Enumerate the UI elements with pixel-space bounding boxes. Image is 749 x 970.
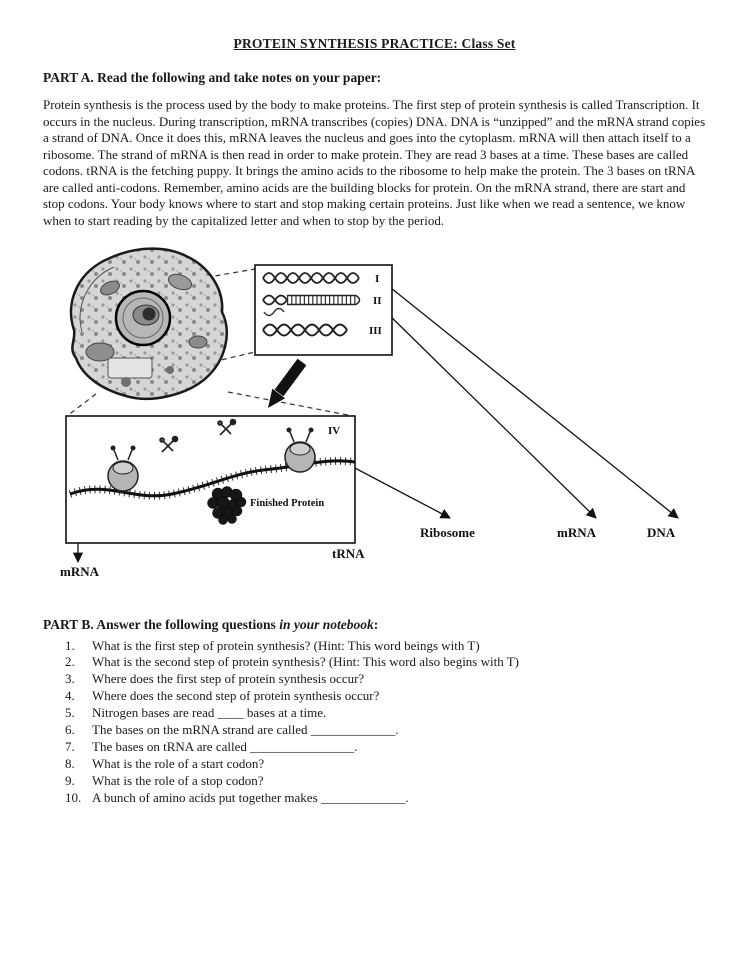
protein-synthesis-diagram: I II III IV xyxy=(0,242,749,587)
part-a-heading: PART A. Read the following and take note… xyxy=(43,70,382,85)
question-number: 9. xyxy=(65,772,75,788)
mrna-bottom-label: mRNA xyxy=(60,564,100,579)
question-number: 10. xyxy=(65,789,82,805)
mrna-right-label: mRNA xyxy=(557,525,597,540)
question-item: 8. What is the role of a start codon? xyxy=(43,756,709,773)
question-text: The bases on the mRNA strand are called … xyxy=(92,721,399,737)
finished-protein-blob xyxy=(207,485,247,525)
question-text: Where does the second step of protein sy… xyxy=(92,688,380,704)
part-a-paragraph: Protein synthesis is the process used by… xyxy=(43,97,706,228)
question-item: 2. What is the second step of protein syn… xyxy=(43,654,709,671)
question-text: What is the second step of protein synth… xyxy=(92,654,520,670)
diagram-svg: I II III IV xyxy=(60,246,679,579)
part-b-heading-text: PART B. Answer the following questions xyxy=(43,616,280,632)
stage-label-1: I xyxy=(375,273,379,285)
organelle xyxy=(107,357,153,378)
question-item: 4. Where does the second step of protein … xyxy=(43,688,709,705)
dna-stages-box: I II III xyxy=(254,263,393,356)
question-number: 4. xyxy=(65,688,75,704)
big-down-arrow xyxy=(268,358,307,408)
question-item: 5. Nitrogen bases are read ____ bases at … xyxy=(43,705,709,722)
question-text: A bunch of amino acids put together make… xyxy=(92,789,409,805)
question-text: Where does the first step of protein syn… xyxy=(92,671,365,687)
question-number: 6. xyxy=(65,721,75,737)
cell-illustration xyxy=(69,246,228,400)
part-b-heading: PART B. Answer the following questions i… xyxy=(43,617,709,633)
question-item: 1. What is the first step of protein synt… xyxy=(43,638,709,655)
question-text: What is the first step of protein synthe… xyxy=(92,637,480,653)
question-text: Nitrogen bases are read ____ bases at a … xyxy=(92,705,327,721)
question-item: 7. The bases on tRNA are called _________… xyxy=(43,739,709,756)
stage-label-3: III xyxy=(369,325,382,337)
question-text: What is the role of a start codon? xyxy=(92,755,265,771)
part-b-heading-italic: in your notebook xyxy=(279,616,374,632)
finished-protein-label: Finished Protein xyxy=(250,498,324,509)
question-number: 7. xyxy=(65,738,75,754)
question-text: What is the role of a stop codon? xyxy=(92,772,264,788)
question-item: 6. The bases on the mRNA strand are calle… xyxy=(43,722,709,739)
question-number: 2. xyxy=(65,654,75,670)
organelle xyxy=(188,335,208,348)
part-b-heading-colon: : xyxy=(373,616,379,632)
mrna-right-arrow xyxy=(381,307,597,519)
ribosome-left xyxy=(107,445,139,492)
question-number: 5. xyxy=(65,705,75,721)
question-number: 1. xyxy=(65,637,75,653)
question-item: 3. Where does the first step of protein s… xyxy=(43,671,709,688)
page-title: PROTEIN SYNTHESIS PRACTICE: Class Set xyxy=(233,36,516,51)
ribosome-label: Ribosome xyxy=(420,525,475,540)
dna-unzipped xyxy=(262,294,361,316)
stage-label-4: IV xyxy=(328,425,340,437)
question-item: 10. A bunch of amino acids put together m… xyxy=(43,790,709,807)
translation-box: IV xyxy=(65,414,356,544)
question-item: 9. What is the role of a stop codon? xyxy=(43,773,709,790)
dna-helix-1 xyxy=(262,271,360,284)
question-number: 8. xyxy=(65,755,75,771)
question-list: 1. What is the first step of protein synt… xyxy=(43,638,709,807)
ribosome-right xyxy=(284,427,316,473)
stage-label-2: II xyxy=(373,295,382,307)
dna-helix-3 xyxy=(262,323,348,336)
trna-molecules xyxy=(159,418,237,453)
organelle xyxy=(167,273,193,290)
nucleolus xyxy=(142,307,156,320)
diagram-labels: Ribosome mRNA DNA tRNA mRNA xyxy=(60,525,676,579)
trna-label: tRNA xyxy=(332,546,365,561)
organelle xyxy=(85,342,115,361)
organelle xyxy=(100,280,120,295)
question-text: The bases on tRNA are called ___________… xyxy=(92,738,358,754)
dna-arrow xyxy=(385,282,679,519)
question-number: 3. xyxy=(65,671,75,687)
dna-label: DNA xyxy=(647,525,676,540)
